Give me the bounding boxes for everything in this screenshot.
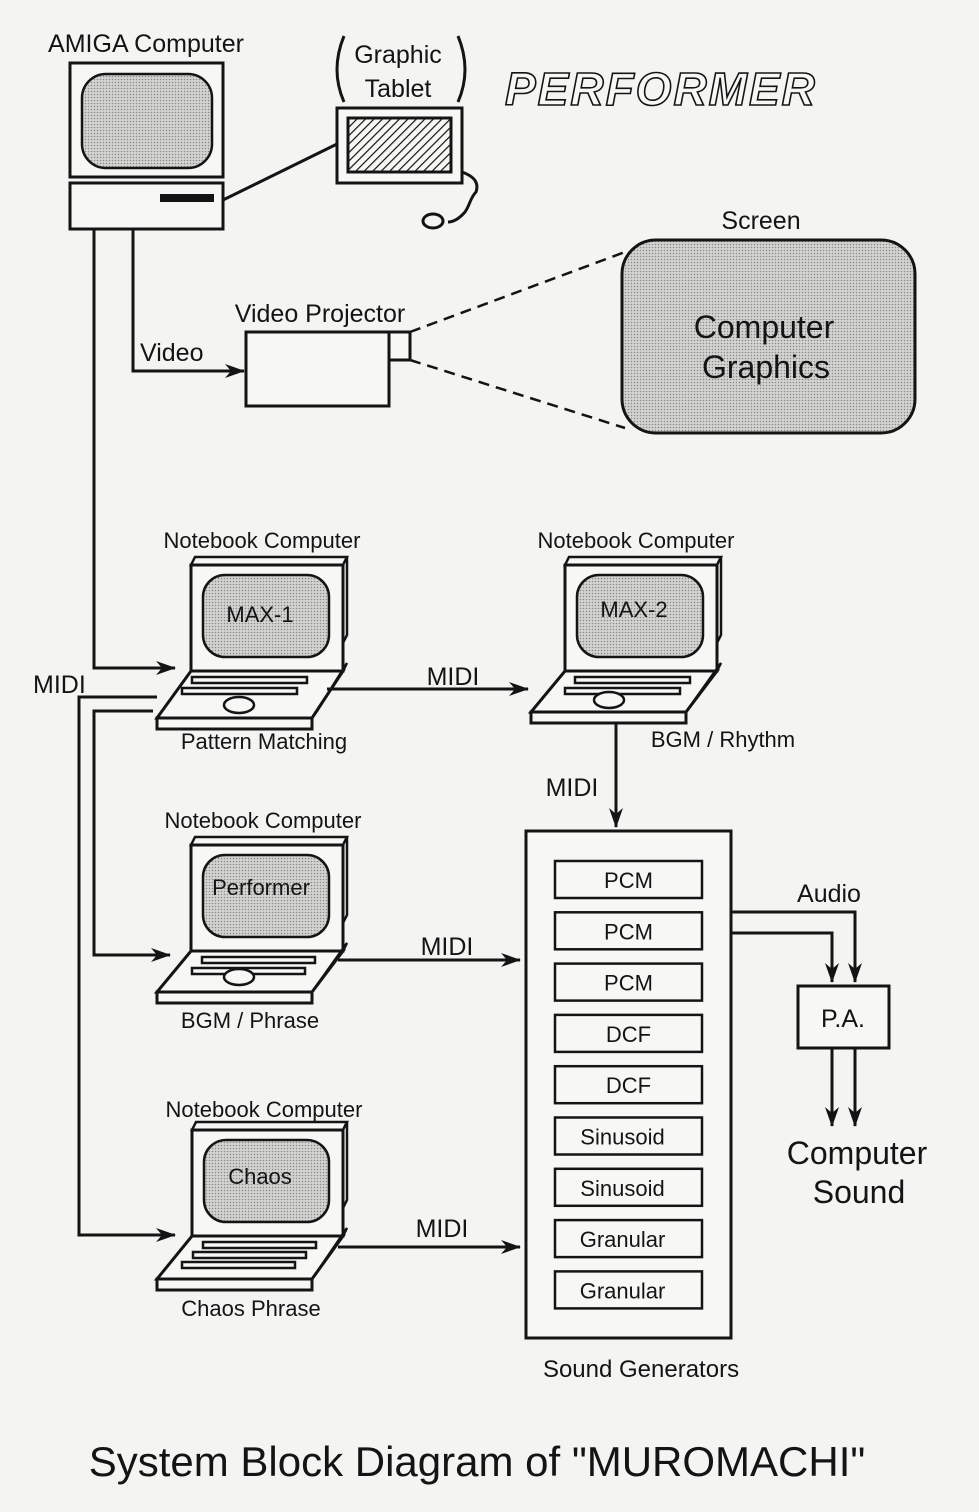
generator-module-box [553, 962, 704, 1002]
generator-module: Sinusoid [553, 1116, 704, 1156]
generator-module-box [553, 1167, 704, 1208]
midi-max2-gen-label: MIDI [546, 774, 599, 802]
generator-module-box [553, 1064, 704, 1105]
generator-module-label: PCM [604, 868, 653, 893]
midi-max1-max2-label: MIDI [427, 663, 480, 691]
audio-line-1 [731, 910, 862, 983]
midi-left-label: MIDI [33, 671, 86, 699]
notebook-header: Notebook Computer [164, 528, 361, 553]
generator-module-box [553, 859, 704, 900]
output-line1: Computer [787, 1135, 928, 1171]
notebook-screen-text: MAX-2 [600, 597, 667, 622]
stylus-puck-icon [421, 212, 445, 230]
notebook-screen-text: Performer [212, 875, 310, 900]
generator-module-label: Granular [580, 1227, 666, 1252]
notebook-screen [201, 853, 331, 939]
audio-line-2 [731, 931, 839, 983]
tablet-surface [346, 116, 453, 174]
generator-module-box [553, 911, 704, 951]
generator-module-label: Sinusoid [580, 1176, 664, 1201]
sound-generators: PCMPCMPCMDCFDCFSinusoidSinusoidGranularG… [524, 829, 739, 1383]
notebook-caption: BGM / Rhythm [651, 727, 795, 752]
notebook-max1: Notebook Computer MAX-1 Pattern Matching [154, 528, 361, 754]
generator-module-box [553, 1218, 704, 1259]
generator-module-box [553, 1116, 704, 1156]
projector-label: Video Projector [235, 300, 405, 328]
trackpad-icon [222, 967, 256, 987]
trackpad-icon [592, 690, 626, 710]
notebook-caption: Chaos Phrase [181, 1296, 320, 1321]
notebook-screen-text: Chaos [228, 1164, 292, 1189]
amiga-screen [80, 72, 214, 170]
notebook-screen-text: MAX-1 [226, 602, 293, 627]
midi-performer-gen-label: MIDI [421, 933, 474, 961]
notebook-screen [202, 1138, 331, 1224]
notebook-header: Notebook Computer [165, 808, 362, 833]
video-connection [131, 229, 245, 378]
amiga-base [68, 181, 225, 231]
generator-module-label: DCF [606, 1073, 651, 1098]
disk-slot-icon [160, 194, 214, 202]
tablet-cable [222, 142, 338, 202]
projection-beam-top [409, 250, 626, 334]
notebook-chaos: Notebook Computer Chaos Chaos Phrase [153, 1097, 363, 1321]
screen-content-line1: Computer [694, 309, 835, 345]
generator-module-label: PCM [604, 971, 653, 996]
generator-module: PCM [553, 911, 704, 951]
generator-module-label: Sinusoid [580, 1125, 664, 1150]
amiga-label: AMIGA Computer [48, 30, 244, 58]
video-label: Video [140, 339, 204, 367]
screen-content-line2: Graphics [702, 349, 830, 385]
amiga-computer: AMIGA Computer [48, 30, 244, 231]
generator-module: Granular [553, 1270, 704, 1310]
projector-lens [387, 330, 412, 362]
tablet-label-line1: Graphic [354, 41, 442, 69]
midi-max1-to-chaos [77, 695, 176, 1242]
generator-module-label: DCF [606, 1022, 651, 1047]
diagram-title: System Block Diagram of "MUROMACHI" [89, 1438, 866, 1485]
screen-label: Screen [721, 207, 800, 235]
notebook-header: Notebook Computer [166, 1097, 363, 1122]
notebook-max2: Notebook Computer MAX-2 BGM / Rhythm [527, 528, 795, 752]
video-projector [244, 330, 391, 408]
generator-module: PCM [553, 962, 704, 1002]
midi-max1-to-performer [92, 709, 171, 962]
projection-screen [620, 238, 917, 435]
notebook-caption: BGM / Phrase [181, 1008, 319, 1033]
performer-label: PERFORMER [505, 63, 817, 115]
generator-module-label: Granular [580, 1278, 666, 1303]
sound-generators-label: Sound Generators [543, 1356, 739, 1383]
generator-module: DCF [553, 1064, 704, 1105]
generator-module: Granular [553, 1218, 704, 1259]
generator-module: PCM [553, 859, 704, 900]
notebook-performer: Notebook Computer Performer BGM / Phrase [153, 808, 362, 1033]
generator-module: DCF [553, 1013, 704, 1054]
tablet-label-line2: Tablet [365, 75, 432, 103]
graphic-tablet: Graphic Tablet [335, 35, 479, 230]
notebook-screen [201, 573, 331, 659]
generator-module-label: PCM [604, 919, 653, 944]
trackpad-icon [222, 695, 256, 715]
midi-chaos-gen-label: MIDI [416, 1215, 469, 1243]
notebook-screen [575, 573, 705, 659]
generator-module-box [553, 1270, 704, 1310]
projection-beam-bottom [409, 358, 626, 430]
notebook-header: Notebook Computer [538, 528, 735, 553]
output-line2: Sound [813, 1174, 906, 1210]
midi-amiga-to-max1 [92, 229, 176, 675]
generator-module-box [553, 1013, 704, 1054]
audio-label: Audio [797, 880, 861, 908]
pa-box [796, 984, 891, 1050]
notebook-caption: Pattern Matching [181, 729, 347, 754]
generator-module: Sinusoid [553, 1167, 704, 1208]
pa-label: P.A. [821, 1005, 865, 1033]
